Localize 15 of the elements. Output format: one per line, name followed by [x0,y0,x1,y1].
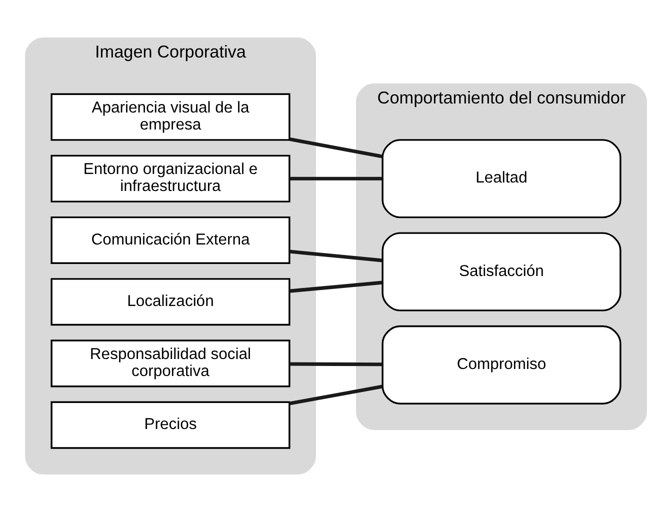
connector [289,280,382,293]
connector [289,384,383,406]
connector [289,176,382,180]
node-box: Localización [50,278,290,326]
node-box: Satisfacción [382,232,622,312]
connector [289,362,382,366]
node-box: Precios [50,401,290,449]
node-box: Apariencia visual de la empresa [50,93,290,141]
connector [289,250,382,262]
node-box: Entorno organizacional e infraestructura [50,154,290,202]
node-box: Responsabilidad social corporativa [50,340,290,388]
node-box: Comunicación Externa [50,216,290,264]
connector [289,137,383,158]
node-box: Compromiso [382,325,622,404]
node-box: Lealtad [382,139,622,218]
